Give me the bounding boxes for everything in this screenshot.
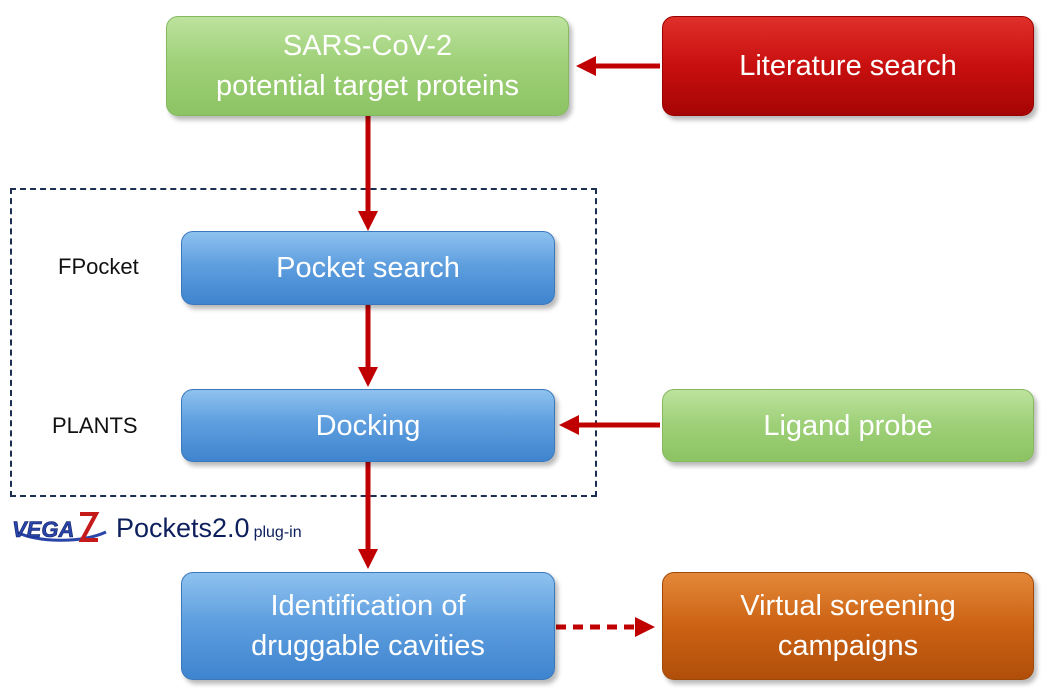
plugin-suffix: plug-in bbox=[253, 524, 302, 541]
node-virtual-screening-line2: campaigns bbox=[777, 630, 919, 662]
node-docking-label: Docking bbox=[315, 409, 421, 442]
node-ligand-probe-label: Ligand probe bbox=[763, 409, 933, 442]
node-pocket-search-label: Pocket search bbox=[276, 252, 460, 284]
plugin-region-dashed-border bbox=[10, 188, 597, 497]
label-fpocket: FPocket bbox=[58, 254, 139, 279]
node-target-proteins-line1: SARS-CoV-2 bbox=[282, 30, 453, 62]
node-ligand-probe: Ligand probe bbox=[662, 389, 1034, 462]
node-docking: Docking bbox=[181, 389, 555, 462]
node-target-proteins: SARS-CoV-2 potential target proteins bbox=[166, 16, 569, 116]
node-identification-druggable-cavities: Identification of druggable cavities bbox=[181, 572, 555, 680]
node-identification-line1: Identification of bbox=[270, 590, 466, 622]
vega-logo: VEGA bbox=[10, 510, 110, 553]
node-pocket-search: Pocket search bbox=[181, 231, 555, 305]
plugin-name: Pockets2.0 bbox=[116, 513, 250, 543]
node-virtual-screening: Virtual screening campaigns bbox=[662, 572, 1034, 680]
label-plants: PLANTS bbox=[52, 413, 138, 438]
node-target-proteins-line2: potential target proteins bbox=[215, 70, 520, 102]
vega-logo-text: VEGA bbox=[12, 517, 74, 542]
node-literature-search-label: Literature search bbox=[739, 50, 957, 82]
node-identification-line2: druggable cavities bbox=[251, 630, 485, 662]
node-virtual-screening-line1: Virtual screening bbox=[740, 590, 956, 622]
node-literature-search: Literature search bbox=[662, 16, 1034, 116]
